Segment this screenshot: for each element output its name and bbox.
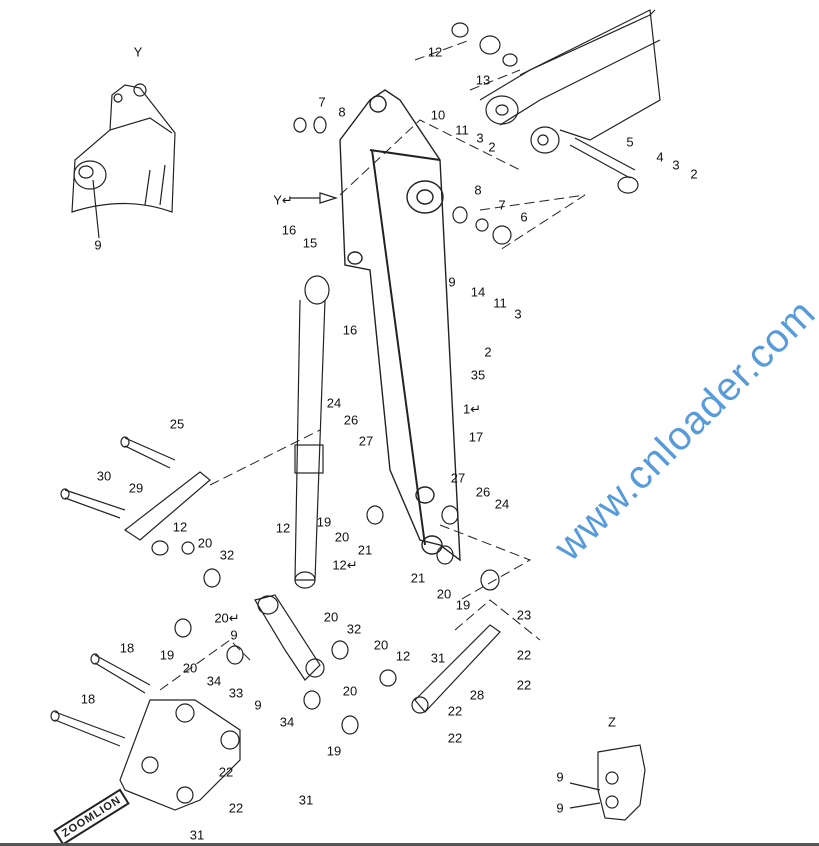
part-callout: 27 bbox=[358, 433, 374, 449]
part-callout: 16 bbox=[342, 322, 358, 338]
arm bbox=[339, 89, 461, 562]
detail-z-bracket bbox=[569, 744, 646, 821]
part-callout: 31 bbox=[298, 792, 314, 808]
part-callout: 10 bbox=[430, 107, 446, 123]
part-callout: 31 bbox=[189, 827, 205, 843]
part-callout: 14 bbox=[470, 284, 486, 300]
part-callout: 21 bbox=[357, 542, 373, 558]
part-callout: 19 bbox=[316, 514, 332, 530]
bottom-border bbox=[0, 843, 819, 846]
detail-y-bracket bbox=[71, 83, 176, 239]
part-callout: 9 bbox=[254, 697, 262, 713]
part-callout: 22 bbox=[228, 800, 244, 816]
part-callout: 22 bbox=[447, 703, 463, 719]
part-callout: 3 bbox=[476, 130, 484, 146]
part-callout: 2 bbox=[484, 344, 492, 360]
part-callout: 6 bbox=[520, 209, 528, 225]
part-callout: 7 bbox=[318, 94, 326, 110]
part-callout: 1↵ bbox=[462, 401, 482, 417]
part-callout: 20 bbox=[373, 637, 389, 653]
part-callout: 35 bbox=[470, 367, 486, 383]
part-callout: 12 bbox=[427, 44, 443, 60]
part-callout: 4 bbox=[656, 149, 664, 165]
part-callout: 12 bbox=[172, 519, 188, 535]
view-y-label: Y bbox=[133, 44, 143, 60]
part-callout: 19 bbox=[159, 647, 175, 663]
view-y-arrow-label: Y↵ bbox=[273, 192, 293, 208]
part-callout: 34 bbox=[279, 714, 295, 730]
part-callout: 13 bbox=[475, 72, 491, 88]
part-callout: 24 bbox=[494, 496, 510, 512]
part-callout: 19 bbox=[455, 597, 471, 613]
part-callout: 8 bbox=[474, 182, 482, 198]
part-callout: 9 bbox=[556, 769, 564, 785]
part-callout: 25 bbox=[169, 416, 185, 432]
part-callout: 9 bbox=[448, 274, 456, 290]
part-callout: 20 bbox=[436, 586, 452, 602]
part-callout: 34 bbox=[206, 673, 222, 689]
part-callout: 3 bbox=[514, 306, 522, 322]
part-callout: 11 bbox=[455, 122, 469, 138]
part-callout: 29 bbox=[128, 480, 144, 496]
part-callout: 16 bbox=[281, 222, 297, 238]
part-callout: 30 bbox=[96, 468, 112, 484]
arm-cylinder bbox=[294, 275, 330, 589]
part-callout: 24 bbox=[326, 395, 342, 411]
part-callout: 12↵ bbox=[332, 557, 358, 573]
part-callout: 12 bbox=[275, 520, 291, 536]
part-callout: 22 bbox=[218, 764, 234, 780]
part-callout: 2 bbox=[488, 139, 496, 155]
part-callout: 19 bbox=[326, 743, 342, 759]
part-callout: 33 bbox=[228, 685, 244, 701]
part-callout: 26 bbox=[475, 484, 491, 500]
part-callout: 27 bbox=[450, 470, 466, 486]
part-callout: 12 bbox=[395, 648, 411, 664]
boom bbox=[451, 9, 661, 194]
part-callout: 23 bbox=[516, 607, 532, 623]
part-callout: 20 bbox=[323, 609, 339, 625]
part-callout: 20↵ bbox=[214, 610, 240, 626]
part-callout: 21 bbox=[410, 570, 426, 586]
part-callout: 18 bbox=[119, 640, 135, 656]
part-callout: 7 bbox=[498, 197, 506, 213]
part-callout: 22 bbox=[516, 677, 532, 693]
part-callout: 32 bbox=[219, 547, 235, 563]
part-callout: 18 bbox=[80, 691, 96, 707]
part-callout: 8 bbox=[338, 104, 346, 120]
part-callout: 26 bbox=[343, 412, 359, 428]
pins-and-rings bbox=[50, 116, 512, 811]
part-callout: 2 bbox=[690, 166, 698, 182]
part-callout: 5 bbox=[626, 134, 634, 150]
part-callout: 32 bbox=[346, 621, 362, 637]
part-callout: 3 bbox=[672, 157, 680, 173]
part-callout: 20 bbox=[197, 535, 213, 551]
part-callout: 15 bbox=[302, 235, 318, 251]
part-callout: 11 bbox=[493, 295, 507, 311]
part-callout: 22 bbox=[447, 730, 463, 746]
part-callout: 28 bbox=[469, 687, 485, 703]
guide-lines bbox=[159, 39, 586, 691]
part-callout: 9 bbox=[94, 237, 102, 253]
part-callout: 9 bbox=[230, 627, 238, 643]
part-callout: 17 bbox=[468, 429, 484, 445]
part-callout: 31 bbox=[430, 650, 446, 666]
part-callout: 22 bbox=[516, 647, 532, 663]
part-callout: 20 bbox=[342, 683, 358, 699]
part-callout: 20 bbox=[334, 529, 350, 545]
part-callout: 20 bbox=[182, 660, 198, 676]
part-callout: 9 bbox=[556, 800, 564, 816]
view-z-label: Z bbox=[608, 714, 616, 730]
